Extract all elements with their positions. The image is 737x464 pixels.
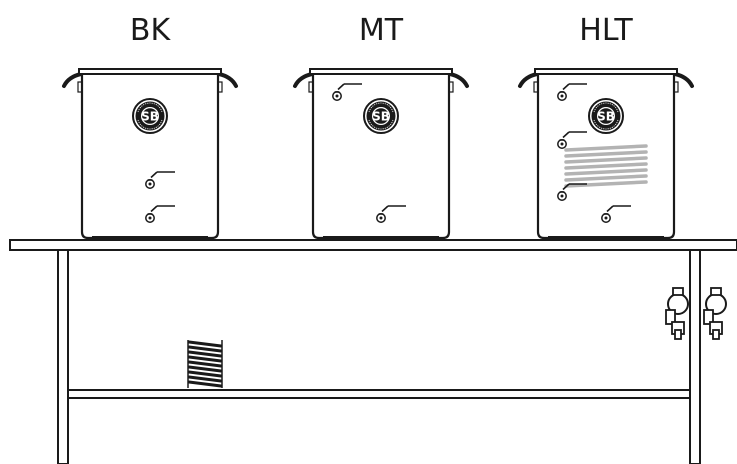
brewery-badge-icon: SB [363, 98, 399, 134]
pot-label-hlt: HLT [579, 13, 633, 48]
pump-icon[interactable] [665, 287, 689, 340]
mash-tun: SB [293, 68, 469, 240]
herms-coil-icon [564, 144, 648, 188]
brew-table [9, 239, 737, 464]
table-top [9, 239, 737, 251]
pump-icon[interactable] [703, 287, 727, 340]
boil-kettle: SB [62, 68, 238, 240]
badge-monogram: SB [141, 109, 159, 123]
pot-rim [78, 68, 222, 75]
pot-label-bk: BK [130, 13, 172, 48]
immersion-chiller-icon [187, 340, 223, 388]
table-leg-left [57, 249, 69, 464]
pot-body [80, 70, 220, 240]
brewery-badge-icon: SB [132, 98, 168, 134]
brewery-badge-icon: SB [588, 98, 624, 134]
pot-body [311, 70, 451, 240]
pot-rim [309, 68, 453, 75]
badge-monogram: SB [597, 109, 615, 123]
pot-label-mt: MT [359, 13, 404, 48]
hot-liquor-tank: SB [518, 68, 694, 240]
pot-rim [534, 68, 678, 75]
table-leg-right [689, 249, 701, 464]
table-shelf [67, 389, 691, 399]
badge-monogram: SB [372, 109, 390, 123]
